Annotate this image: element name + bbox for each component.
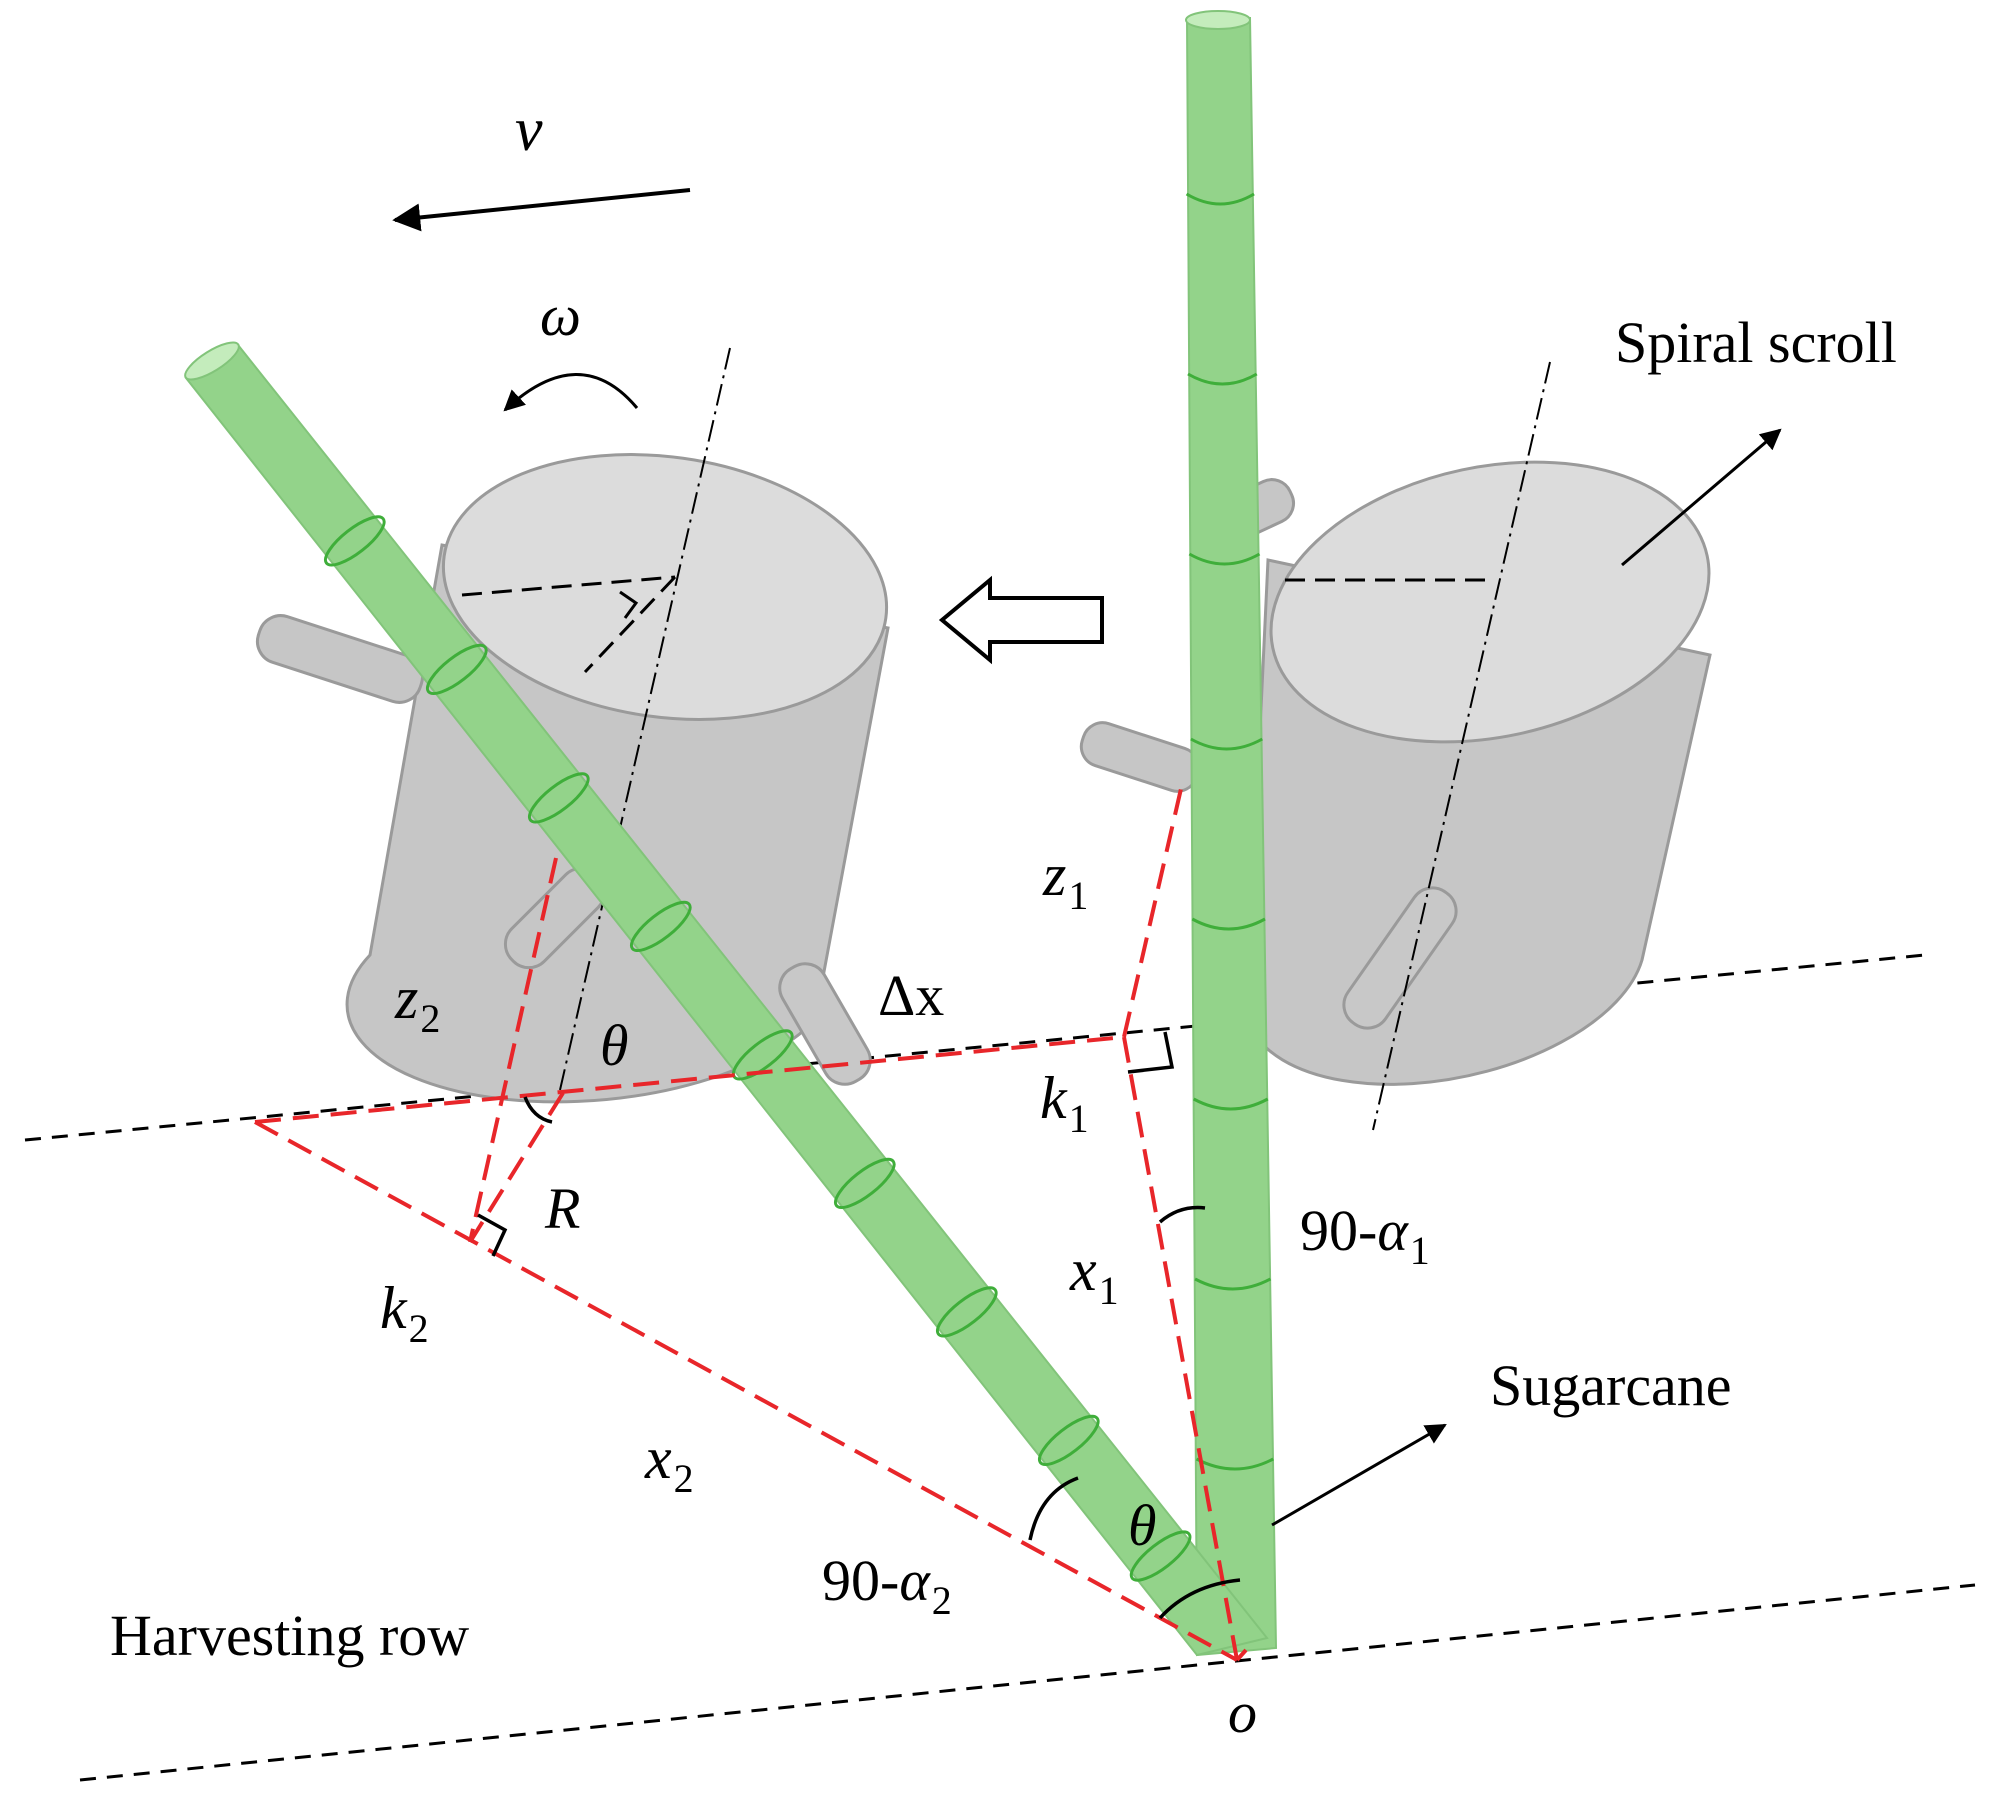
k1-right-angle	[1127, 1031, 1175, 1074]
inclined-cane-node-ring	[629, 900, 692, 952]
delta-x-label: Δx	[878, 963, 944, 1028]
alpha1-arc	[1158, 1205, 1206, 1224]
vertical-cane-node-ring	[1192, 1097, 1269, 1111]
left-scroll-finger	[778, 962, 872, 1086]
velocity-label: v	[515, 96, 543, 164]
vertical-cane-node-ring	[1191, 917, 1266, 931]
radius-line	[468, 1091, 565, 1244]
left-scroll-radius	[461, 575, 676, 597]
theta-bottom-arc	[1158, 1578, 1241, 1620]
inclined-cane-node-ring	[935, 1286, 998, 1338]
z1-label: z1	[1042, 842, 1088, 918]
angle-marks	[477, 1031, 1241, 1620]
delta-x-line	[254, 1035, 1125, 1124]
z2-label: z2	[394, 965, 440, 1041]
vertical-cane-node-ring	[1188, 552, 1261, 566]
theta-bottom-label: θ	[1128, 1493, 1157, 1558]
inclined-cane-top	[184, 341, 240, 381]
alpha2-arc	[1028, 1476, 1079, 1541]
left-scroll-radius-2	[583, 575, 677, 674]
harvesting-row-label: Harvesting row	[110, 1603, 469, 1668]
vertical-cane-node-ring	[1194, 1277, 1272, 1291]
vertical-cane-node-ring	[1195, 1457, 1274, 1471]
inclined-sugarcane	[184, 341, 1269, 1657]
vertical-cane-rings	[1185, 192, 1274, 1471]
x2-line	[254, 1120, 1238, 1662]
sugarcane-label: Sugarcane	[1490, 1353, 1732, 1418]
inclined-cane-node-ring	[527, 772, 590, 824]
theta-top-arc	[523, 1096, 553, 1124]
inclined-cane-node-ring	[323, 515, 386, 567]
x1-label: x1	[1069, 1237, 1119, 1313]
rotation-arrow	[503, 373, 639, 412]
scroll-path-line	[24, 953, 1926, 1142]
x1-line	[1122, 1036, 1239, 1661]
right-scroll-bottom-finger	[1342, 886, 1458, 1030]
left-scroll-right-angle	[619, 590, 639, 619]
vertical-cane-node-ring	[1187, 372, 1258, 386]
inclined-cane-node-ring	[1129, 1530, 1192, 1582]
vertical-cane-top	[1185, 10, 1251, 30]
inclined-cane-node-ring	[425, 643, 488, 695]
sugarcane-pointer	[1271, 1423, 1447, 1527]
z2-line	[468, 857, 558, 1243]
advance-hollow-arrow	[938, 575, 1104, 665]
inclined-cane-node-ring	[833, 1157, 896, 1209]
k1-label: k1	[1040, 1065, 1089, 1141]
geometry-construction	[254, 779, 1248, 1662]
left-spiral-scroll	[255, 347, 890, 1104]
vertical-cane-node-ring	[1190, 737, 1264, 751]
vertical-cane-body	[1185, 17, 1278, 1657]
text-labels: v ω Spiral scroll Sugarcane Harvesting r…	[110, 96, 1897, 1745]
right-spiral-scroll	[1079, 361, 1712, 1131]
angle1-label: 90-α1	[1300, 1198, 1430, 1273]
right-scroll-axis	[1372, 361, 1551, 1131]
harvesting-row-line	[79, 1583, 1976, 1782]
x2-label: x2	[644, 1425, 694, 1501]
angular-velocity-label: ω	[540, 283, 581, 348]
right-scroll-top	[1269, 460, 1711, 744]
oblique-line	[1235, 1648, 1248, 1662]
spiral-scroll-label: Spiral scroll	[1615, 310, 1897, 375]
right-scroll-finger	[1079, 721, 1201, 793]
k2-label: k2	[380, 1275, 429, 1351]
left-scroll-axis	[559, 347, 731, 1091]
angle2-label: 90-α2	[822, 1548, 952, 1623]
velocity-arrow	[392, 188, 691, 232]
z1-line	[1122, 779, 1185, 1038]
vertical-sugarcane	[1185, 10, 1278, 1657]
vertical-cane-node-ring	[1185, 192, 1255, 206]
motion-arrows	[392, 188, 1782, 1527]
radius-label: R	[544, 1176, 580, 1241]
theta-top-label: θ	[600, 1013, 629, 1078]
origin-label: o	[1228, 1680, 1257, 1745]
spiral-scroll-pointer	[1621, 428, 1782, 567]
inclined-cane-node-ring	[1037, 1414, 1100, 1466]
reference-lines	[24, 953, 1976, 1782]
r-right-angle	[477, 1213, 508, 1257]
left-scroll-side-stub	[255, 614, 425, 704]
